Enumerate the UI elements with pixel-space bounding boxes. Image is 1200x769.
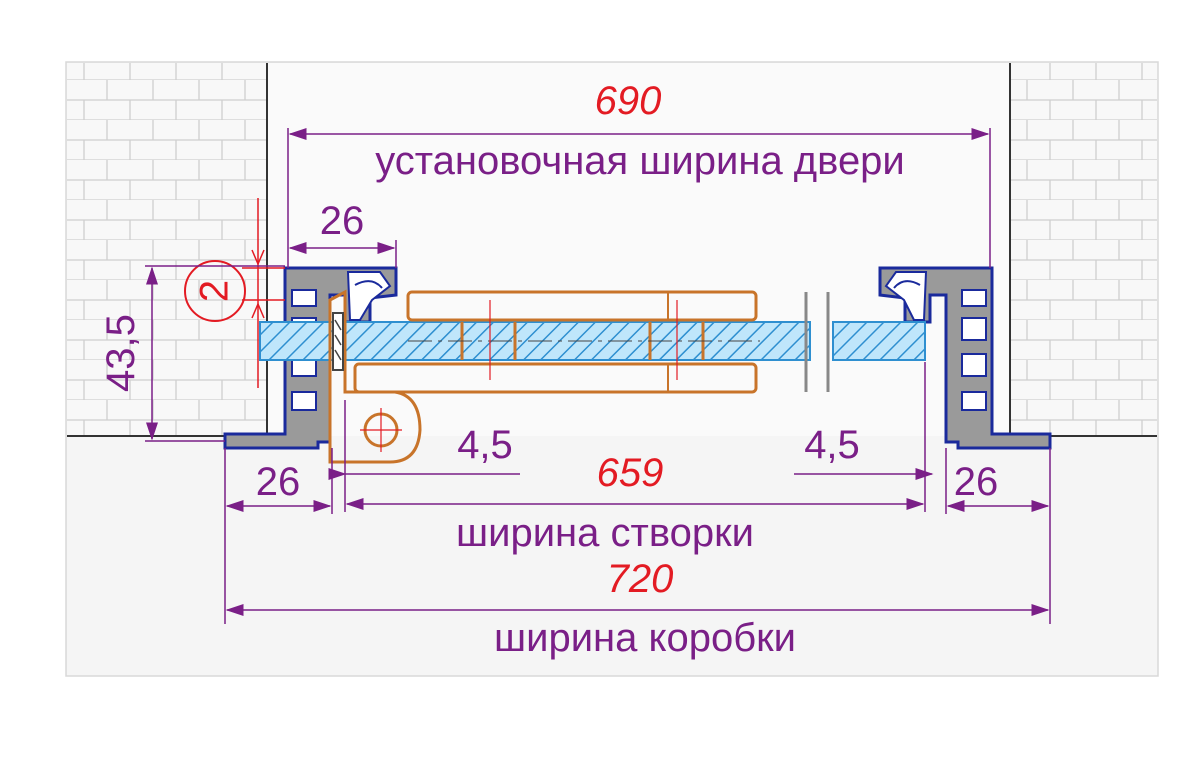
profile-right-value: 26 bbox=[954, 460, 999, 504]
dimension-profile-left: 26 bbox=[224, 448, 333, 624]
leaf-width-value: 659 bbox=[597, 451, 664, 495]
dimension-profile-top: 26 bbox=[288, 199, 397, 268]
wall-left bbox=[67, 63, 268, 437]
frame-width-label: ширина коробки bbox=[494, 616, 796, 660]
height-value: 43,5 bbox=[99, 314, 143, 392]
dimension-profile-right: 26 bbox=[945, 448, 1051, 624]
dimension-clearance-left: 4,5 bbox=[328, 423, 520, 480]
install-width-label: установочная ширина двери bbox=[375, 139, 905, 183]
clearance-left-value: 4,5 bbox=[457, 423, 513, 467]
dimension-install-width: 690 установочная ширина двери bbox=[287, 79, 991, 268]
dimension-gap: 2 bbox=[184, 198, 285, 388]
profile-left-value: 26 bbox=[256, 460, 301, 504]
install-width-value: 690 bbox=[595, 79, 662, 123]
leaf-width-label: ширина створки bbox=[456, 511, 754, 555]
frame-profile-right bbox=[878, 266, 1052, 450]
dimension-clearance-right: 4,5 bbox=[794, 423, 934, 480]
frame-width-value: 720 bbox=[607, 557, 674, 601]
clearance-right-value: 4,5 bbox=[804, 423, 860, 467]
dimension-frame-width: 720 ширина коробки bbox=[225, 557, 1050, 660]
gap-callout-circle bbox=[184, 260, 246, 322]
profile-top-value: 26 bbox=[320, 199, 365, 243]
gap-value: 2 bbox=[193, 280, 237, 302]
wall-right bbox=[1009, 63, 1157, 437]
dimension-leaf-width: 659 ширина створки bbox=[344, 362, 926, 555]
dimension-height: 43,5 bbox=[99, 265, 285, 442]
door-leaf bbox=[259, 289, 926, 464]
